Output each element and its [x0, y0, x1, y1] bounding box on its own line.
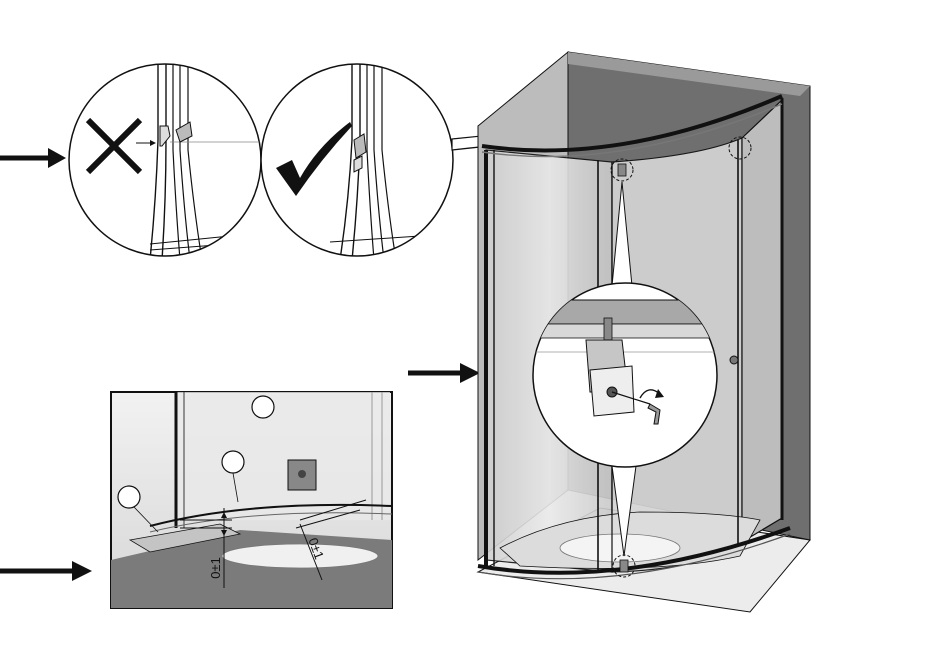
tolerance-label-vertical: 0±1 — [208, 557, 223, 579]
detail-wrong-panel — [69, 60, 262, 260]
detail-correct-panel — [261, 60, 453, 260]
door-knob — [730, 356, 738, 364]
arrow-right-icon — [408, 363, 480, 383]
glass-right — [742, 100, 782, 542]
inset-detail-box: 0±1 0±1 — [111, 392, 392, 608]
arrow-right-icon — [0, 561, 92, 581]
arrow-right-icon — [0, 148, 66, 168]
